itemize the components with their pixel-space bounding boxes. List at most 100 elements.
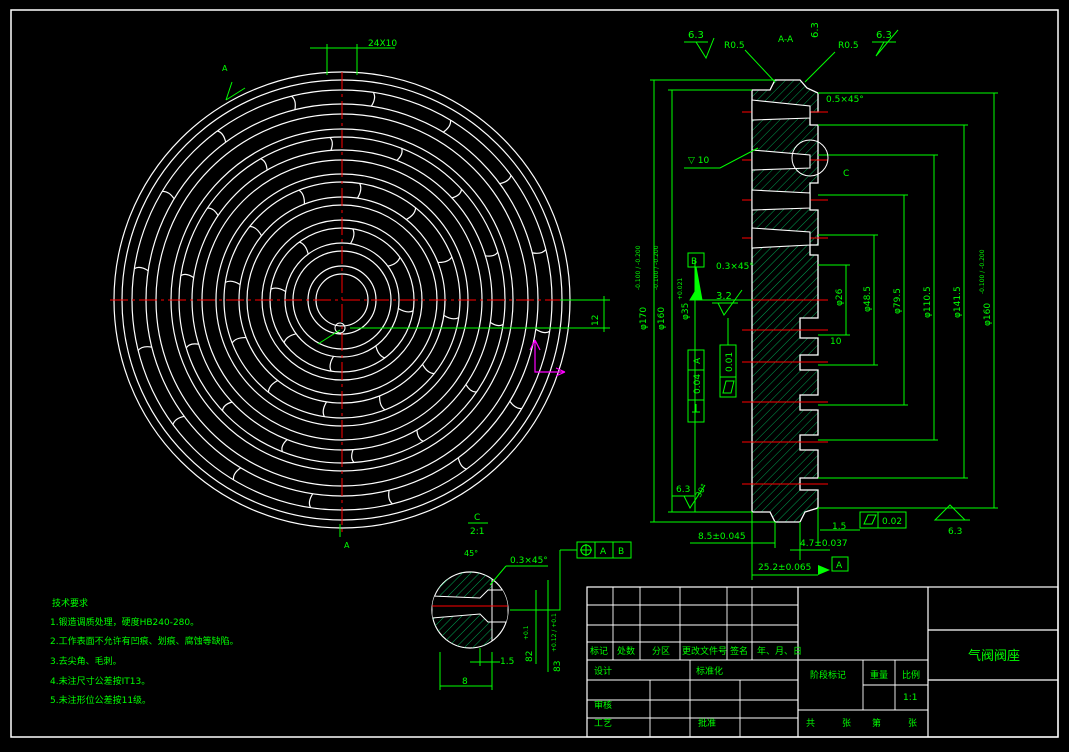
tb-approve: 批准: [698, 717, 716, 729]
slot-divider: [217, 130, 227, 143]
note-item: 4.未注尺寸公差按IT13。: [50, 675, 150, 687]
front-view: 24X10 A A 12: [110, 39, 610, 550]
slot-divider: [485, 251, 499, 257]
dia-160r-tol: -0.100 / -0.200: [979, 249, 986, 294]
slot-divider: [249, 225, 263, 236]
slot-divider: [134, 266, 149, 272]
center-hole: [334, 322, 346, 334]
tb-review: 审核: [594, 699, 612, 711]
radius-leaders: [744, 49, 836, 83]
slot-divider: [180, 273, 195, 279]
datum-b: B: [691, 257, 697, 267]
slot-divider: [442, 120, 452, 133]
slot-divider: [291, 95, 296, 110]
slot-divider: [375, 345, 385, 359]
roughness-symbol-32: [712, 289, 743, 316]
tb-design: 设计: [594, 665, 612, 677]
perp-tol: 0.04: [693, 374, 703, 394]
slot-divider: [221, 401, 233, 411]
chamfer-top: 0.5×45°: [826, 95, 864, 105]
dim-47: 4.7±0.037: [800, 539, 848, 549]
roughness-mid: 6.3: [810, 22, 821, 38]
section-mark-top: A: [222, 64, 228, 73]
slot-divider: [185, 343, 199, 349]
tb-scale-label: 比例: [902, 669, 920, 681]
tb-stage: 阶段标记: [810, 669, 846, 681]
dim-252: 25.2±0.065: [758, 563, 811, 573]
keyway-dimension: [310, 44, 395, 75]
dia-79: φ79.5: [893, 288, 903, 314]
dia-35-tol: +0.021: [677, 278, 684, 300]
title-block-text: 气阀阀座 标记 处数 分区 更改文件号 签名 年、月、日 设计 标准化 阶段标记…: [590, 645, 1020, 729]
roughness-bottom-left: 6.3: [676, 485, 690, 495]
roughness-symbol-bl: [672, 484, 706, 510]
dia-170-tol: -0.100 / -0.200: [635, 245, 642, 290]
perp-datum: A: [693, 357, 703, 364]
tb-sheet: 第: [872, 717, 881, 729]
tb-sheet: 共: [806, 718, 815, 729]
slot-divider: [137, 346, 152, 351]
slot-divider: [308, 493, 314, 508]
slot-divider: [387, 257, 401, 267]
pos-tol-b: B: [618, 547, 624, 557]
front-view-slots: [134, 92, 550, 508]
detail-angle: 45°: [464, 549, 478, 558]
slot-divider: [329, 356, 335, 372]
right-dim-label: 12: [591, 315, 601, 326]
tb-weight: 重量: [870, 669, 888, 681]
slot-divider: [499, 175, 512, 185]
detail-chamfer: 0.3×45°: [510, 556, 548, 566]
dim-85: 8.5±0.045: [698, 532, 746, 542]
section-view: A-A 6.3 6.3 6.3 R0.5 R0.5 0.5×45° ▽ 10 C…: [635, 22, 998, 580]
flat-tol-v: 0.01: [725, 352, 735, 372]
position-frame: [510, 541, 632, 611]
slot-divider: [260, 158, 268, 171]
keyway-dim-label: 24X10: [368, 39, 397, 49]
slot-divider: [416, 429, 424, 442]
flat-tol: 0.02: [882, 517, 902, 527]
flat-frame-box: [859, 511, 907, 529]
roughness-symbol-right: [872, 29, 899, 57]
roughness-32: 3.2: [716, 291, 732, 302]
slot-divider: [172, 415, 185, 425]
detail-dim-83: 83: [553, 661, 563, 672]
pos-tol-a: A: [600, 547, 607, 557]
slot-divider: [388, 490, 393, 505]
note-item: 3.去尖角、毛刺。: [50, 655, 122, 667]
detail-view: C 2:1 45° 0.3×45° A B: [431, 513, 632, 690]
slot-divider: [231, 336, 247, 344]
slot-divider: [398, 307, 414, 313]
detail-title: C: [474, 513, 480, 523]
slot-divider: [535, 328, 550, 334]
technical-notes: 技术要求 1.锻造调质处理，硬度HB240-280。 2.工作表面不允许有凹痕、…: [50, 597, 239, 706]
roughness-symbol-br: [933, 504, 970, 521]
slot-divider: [225, 280, 241, 286]
dia-160-tol: -0.100 / -0.200: [653, 245, 660, 290]
detail-dim-15: 1.5: [500, 657, 514, 667]
detail-dim-82-tol: +0.1: [523, 625, 530, 640]
drawing-border: [10, 9, 1059, 738]
datum-a-box: [831, 556, 849, 572]
slot-divider: [349, 228, 355, 244]
slot-divider: [451, 189, 463, 199]
slot-divider: [465, 384, 477, 393]
slot-divider: [356, 183, 362, 199]
slot-divider: [396, 148, 403, 161]
dia-141: φ141.5: [953, 286, 963, 318]
slot-divider: [457, 457, 467, 470]
channels: [751, 99, 811, 249]
dia-170: φ170: [639, 307, 649, 330]
notes-title: 技术要求: [52, 597, 88, 609]
slot-divider: [532, 249, 547, 254]
slot-width: 10: [830, 337, 842, 347]
slot-divider: [232, 467, 242, 480]
tb-header: 处数: [617, 645, 635, 657]
drawing-name: 气阀阀座: [968, 648, 1020, 664]
slot-divider: [299, 241, 309, 255]
slot-divider: [406, 207, 417, 221]
tb-header: 分区: [652, 646, 670, 657]
slot-divider: [443, 314, 459, 320]
slot-divider: [270, 287, 286, 293]
flat-frame-v: [719, 318, 737, 398]
section-title: A-A: [778, 35, 794, 45]
